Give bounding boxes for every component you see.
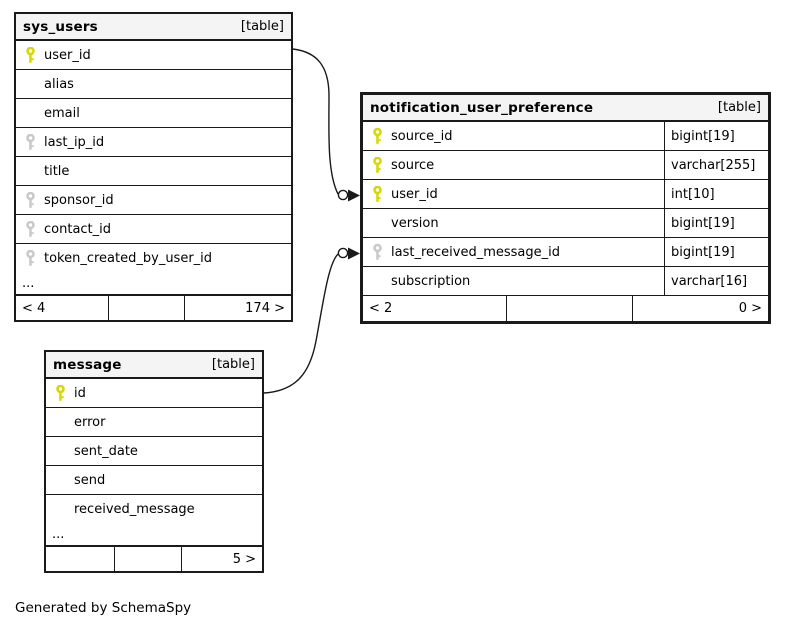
- generator-credit: Generated by SchemaSpy: [15, 600, 192, 616]
- table-footer: < 2 0 >: [363, 295, 768, 321]
- foreign-key-icon: [16, 191, 44, 209]
- column-name: user_id: [44, 47, 91, 63]
- table-title[interactable]: notification_user_preference: [370, 99, 594, 116]
- column-row-email: email: [16, 99, 291, 128]
- relationship-circle-lastreceived: [337, 247, 349, 259]
- column-name: send: [74, 472, 106, 488]
- children-count: < 2: [363, 296, 507, 321]
- more-columns-ellipsis: ...: [16, 272, 291, 295]
- column-name: received_message: [74, 501, 195, 517]
- table-title[interactable]: sys_users: [23, 18, 98, 35]
- column-type: varchar[16]: [664, 267, 768, 295]
- footer-spacer: [115, 547, 182, 571]
- children-count: [46, 547, 115, 571]
- column-name: title: [44, 163, 70, 179]
- column-row-received_message: received_message: [46, 495, 262, 523]
- column-row-error: error: [46, 408, 262, 437]
- column-row-token_created_by_user_id: token_created_by_user_id: [16, 244, 291, 272]
- column-name: last_received_message_id: [391, 244, 560, 260]
- table-type-badge: [table]: [240, 19, 284, 34]
- rows-count: 0 >: [738, 301, 762, 316]
- column-row-send: send: [46, 466, 262, 495]
- column-row-last_ip_id: last_ip_id: [16, 128, 291, 157]
- column-row-source: source varchar[255]: [363, 151, 768, 180]
- column-name: subscription: [391, 273, 471, 289]
- foreign-key-icon: [16, 220, 44, 238]
- column-row-title: title: [16, 157, 291, 186]
- column-name: sent_date: [74, 443, 138, 459]
- children-count: < 4: [16, 296, 109, 320]
- table-footer: < 4 174 >: [16, 295, 291, 320]
- foreign-key-icon: [16, 133, 44, 151]
- column-row-id: id: [46, 379, 262, 408]
- column-name: sponsor_id: [44, 192, 114, 208]
- table-title[interactable]: message: [53, 356, 122, 373]
- column-type: varchar[255]: [664, 151, 768, 179]
- relationship-arrowhead-userid: [348, 189, 360, 202]
- column-name: email: [44, 105, 80, 121]
- relationship-circle-userid: [337, 189, 349, 201]
- column-name: version: [391, 215, 439, 231]
- table-type-badge: [table]: [717, 100, 761, 115]
- footer-spacer: [507, 296, 633, 321]
- table-header[interactable]: sys_users [table]: [16, 14, 291, 41]
- primary-key-icon: [46, 384, 74, 402]
- primary-key-icon: [363, 185, 391, 203]
- column-name: source_id: [391, 128, 453, 144]
- column-name: alias: [44, 76, 74, 92]
- table-notification-user-preference[interactable]: notification_user_preference [table] sou…: [360, 92, 771, 324]
- column-type: int[10]: [664, 180, 768, 208]
- rows-count: 5 >: [232, 551, 256, 567]
- column-name: token_created_by_user_id: [44, 250, 213, 266]
- column-row-subscription: subscription varchar[16]: [363, 267, 768, 295]
- column-row-last_received_message_id: last_received_message_id bigint[19]: [363, 238, 768, 267]
- column-name: id: [74, 385, 86, 401]
- table-type-badge: [table]: [211, 357, 255, 372]
- column-row-contact_id: contact_id: [16, 215, 291, 244]
- column-name: contact_id: [44, 221, 112, 237]
- relationship-curve-sysusers-userid: [292, 48, 339, 195]
- footer-spacer: [109, 296, 185, 320]
- column-name: last_ip_id: [44, 134, 105, 150]
- column-row-alias: alias: [16, 70, 291, 99]
- primary-key-icon: [363, 156, 391, 174]
- rows-count: 174 >: [245, 300, 285, 316]
- table-header[interactable]: notification_user_preference [table]: [363, 95, 768, 122]
- primary-key-icon: [16, 46, 44, 64]
- more-columns-ellipsis: ...: [46, 523, 262, 546]
- relationship-arrowhead-lastreceived: [348, 247, 360, 260]
- column-type: bigint[19]: [664, 238, 768, 266]
- column-row-user_id: user_id: [16, 41, 291, 70]
- column-row-source_id: source_id bigint[19]: [363, 122, 768, 151]
- column-row-sent_date: sent_date: [46, 437, 262, 466]
- column-name: user_id: [391, 186, 438, 202]
- column-row-version: version bigint[19]: [363, 209, 768, 238]
- foreign-key-icon: [363, 243, 391, 261]
- table-header[interactable]: message [table]: [46, 352, 262, 379]
- column-name: error: [74, 414, 106, 430]
- foreign-key-icon: [16, 249, 44, 267]
- primary-key-icon: [363, 127, 391, 145]
- column-row-user_id: user_id int[10]: [363, 180, 768, 209]
- column-type: bigint[19]: [664, 122, 768, 150]
- table-footer: 5 >: [46, 546, 262, 571]
- column-type: bigint[19]: [664, 209, 768, 237]
- column-name: source: [391, 157, 435, 173]
- column-row-sponsor_id: sponsor_id: [16, 186, 291, 215]
